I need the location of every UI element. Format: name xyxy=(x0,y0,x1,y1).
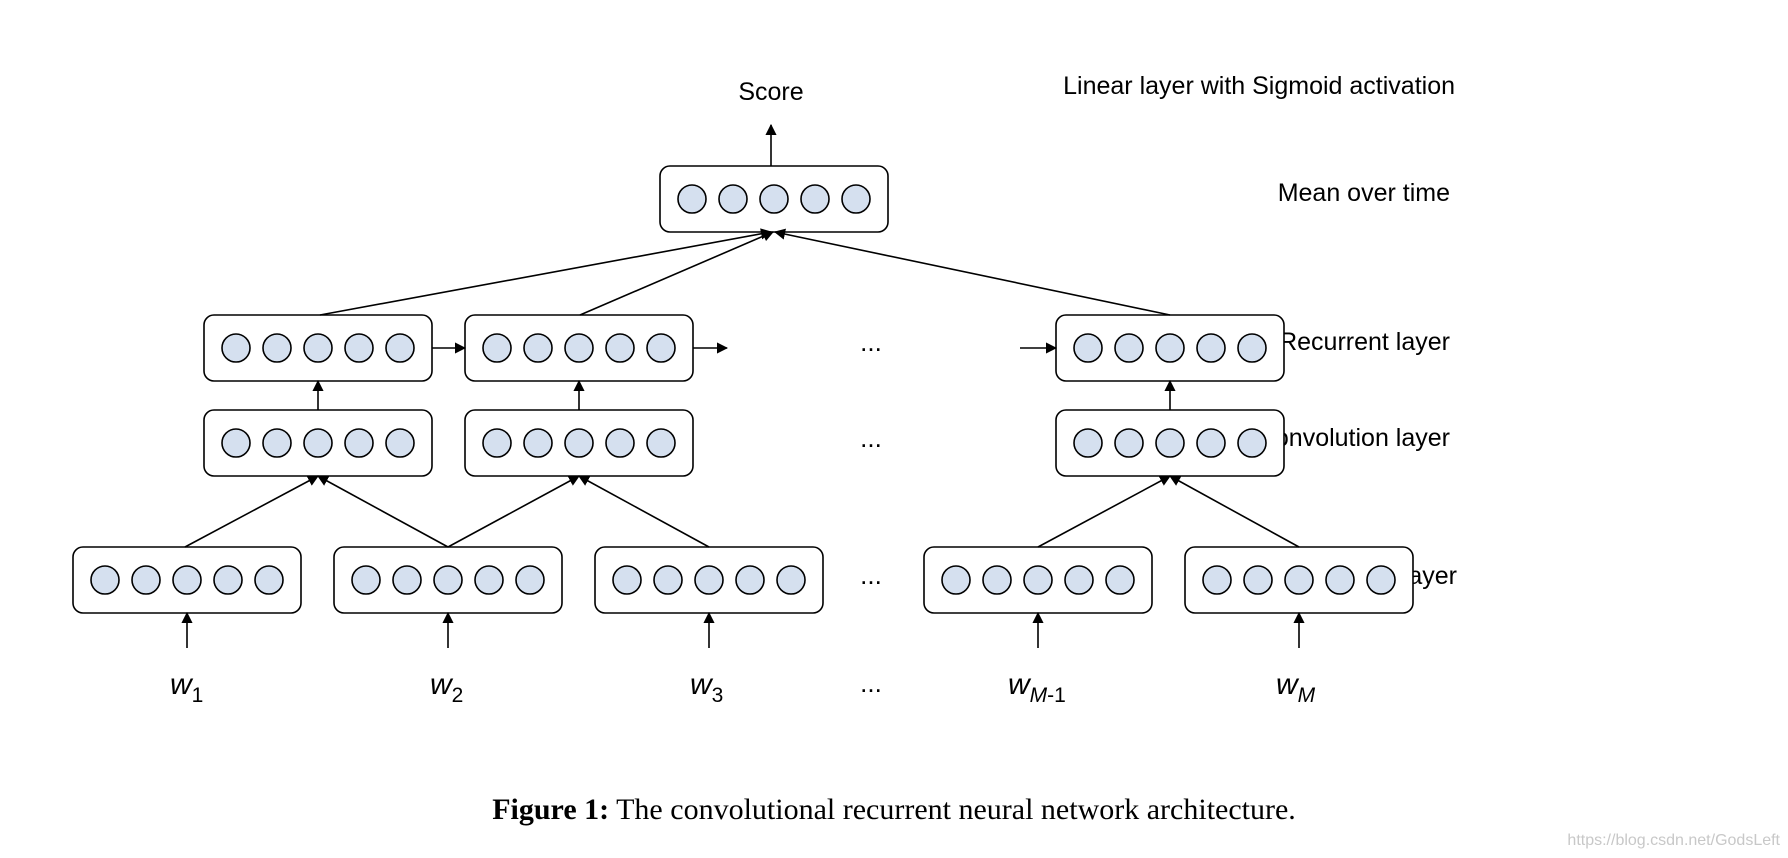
neuron xyxy=(1325,565,1355,595)
connection-edges xyxy=(181,228,1305,648)
word-wm-minus-1: wM-1 xyxy=(1008,668,1066,707)
neuron xyxy=(1105,565,1135,595)
neuron xyxy=(221,428,251,458)
edge-lookup-1-to-conv-1 xyxy=(184,475,319,548)
neuron xyxy=(344,333,374,363)
ellipsis-lookup: ... xyxy=(860,560,882,590)
neuron xyxy=(213,565,243,595)
neuron xyxy=(262,428,292,458)
neuron xyxy=(303,428,333,458)
neuron xyxy=(482,428,512,458)
neuron xyxy=(694,565,724,595)
neuron xyxy=(646,428,676,458)
neuron xyxy=(1237,333,1267,363)
neuron xyxy=(1114,428,1144,458)
caption-text: The convolutional recurrent neural netwo… xyxy=(616,793,1296,826)
label-mean-over-time: Mean over time xyxy=(1278,179,1450,207)
neuron xyxy=(800,184,830,214)
neuron xyxy=(1073,428,1103,458)
edge-recurrent-1-to-mean xyxy=(319,228,773,316)
edge-lookup-2-to-conv-2 xyxy=(447,475,580,548)
neuron xyxy=(1366,565,1396,595)
neuron xyxy=(1284,565,1314,595)
neuron xyxy=(1155,428,1185,458)
neuron xyxy=(262,333,292,363)
neuron xyxy=(392,565,422,595)
neuron xyxy=(515,565,545,595)
convolution-layer-nodes xyxy=(203,409,1285,477)
recurrent-layer-nodes xyxy=(203,314,1285,382)
neuron xyxy=(735,565,765,595)
neuron xyxy=(1064,565,1094,595)
mean-over-time-node xyxy=(659,165,889,233)
neuron xyxy=(759,184,789,214)
watermark: https://blog.csdn.net/GodsLeft xyxy=(1567,832,1780,849)
caption-label: Figure 1: xyxy=(492,793,610,826)
neuron xyxy=(90,565,120,595)
neuron xyxy=(1155,333,1185,363)
neuron xyxy=(776,565,806,595)
neuron xyxy=(605,428,635,458)
edge-lookup-5-to-conv-3 xyxy=(1169,475,1300,548)
neuron xyxy=(677,184,707,214)
neuron xyxy=(1196,428,1226,458)
neuron xyxy=(941,565,971,595)
neuron xyxy=(433,565,463,595)
lookup-table-layer-nodes xyxy=(72,546,1414,614)
edge-lookup-4-to-conv-3 xyxy=(1037,475,1171,548)
edge-recurrent-3-to-mean xyxy=(773,228,1171,316)
neuron xyxy=(523,428,553,458)
neuron xyxy=(523,333,553,363)
neuron xyxy=(482,333,512,363)
neuron xyxy=(646,333,676,363)
score-label: Score xyxy=(738,78,803,106)
word-w2: w2 xyxy=(430,668,463,707)
figure-caption: Figure 1: The convolutional recurrent ne… xyxy=(0,793,1788,827)
neuron xyxy=(718,184,748,214)
neuron xyxy=(605,333,635,363)
neuron xyxy=(1237,428,1267,458)
label-convolution-layer: Convolution layer xyxy=(1257,424,1450,452)
neuron xyxy=(841,184,871,214)
neuron xyxy=(564,333,594,363)
label-recurrent-layer: Recurrent layer xyxy=(1279,328,1450,356)
edge-recurrent-2-to-mean xyxy=(579,230,775,316)
neuron xyxy=(385,333,415,363)
word-w1: w1 xyxy=(170,668,203,707)
label-linear-sigmoid: Linear layer with Sigmoid activation xyxy=(1063,72,1455,100)
neuron xyxy=(351,565,381,595)
neuron xyxy=(172,565,202,595)
neuron xyxy=(982,565,1012,595)
neuron xyxy=(1202,565,1232,595)
neuron xyxy=(221,333,251,363)
neuron xyxy=(1114,333,1144,363)
neuron xyxy=(564,428,594,458)
neuron xyxy=(131,565,161,595)
edge-lookup-3-to-conv-2 xyxy=(578,475,710,548)
ellipsis-convolution: ... xyxy=(860,423,882,453)
word-wm: wM xyxy=(1276,668,1316,707)
neuron xyxy=(1243,565,1273,595)
word-w3: w3 xyxy=(690,668,723,707)
neuron xyxy=(344,428,374,458)
neuron xyxy=(1196,333,1226,363)
edge-lookup-2-to-conv-1 xyxy=(317,475,449,548)
ellipsis-words: ... xyxy=(860,668,882,698)
ellipsis-recurrent: ... xyxy=(860,327,882,357)
neuron xyxy=(612,565,642,595)
neuron xyxy=(254,565,284,595)
neuron xyxy=(385,428,415,458)
neuron xyxy=(1023,565,1053,595)
neuron xyxy=(1073,333,1103,363)
neuron xyxy=(653,565,683,595)
neuron xyxy=(303,333,333,363)
neuron xyxy=(474,565,504,595)
